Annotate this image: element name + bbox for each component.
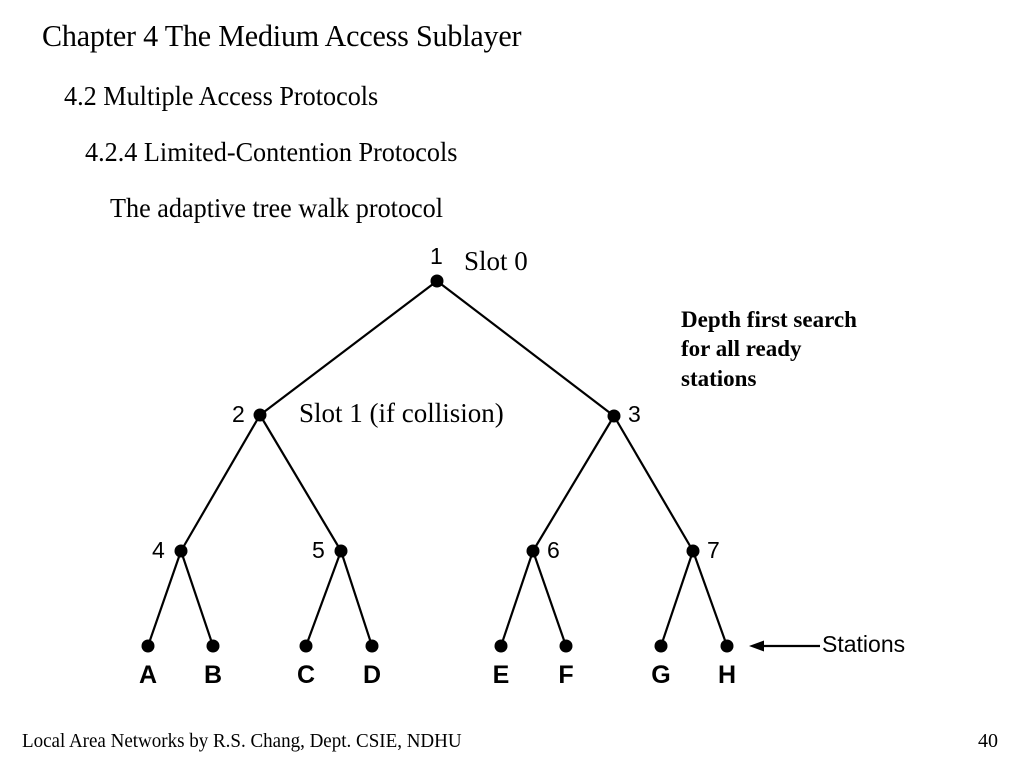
tree-edge-node-3-node-6 — [532, 415, 615, 552]
annotation-line-2: for all ready — [681, 336, 802, 362]
tree-edge-node-4-leaf-a — [146, 550, 183, 647]
tree-node-3-label: 3 — [628, 401, 641, 427]
section-heading-4-2-4: 4.2.4 Limited-Contention Protocols — [85, 137, 458, 167]
page-title: Chapter 4 The Medium Access Sublayer — [42, 18, 522, 53]
tree-node-3-dot — [607, 409, 621, 423]
tree-leaf-f-dot — [559, 639, 573, 653]
tree-node-6-dot — [526, 544, 540, 558]
tree-leaf-c-label: C — [296, 661, 316, 689]
stations-arrow-head — [749, 640, 764, 652]
tree-leaf-e-dot — [494, 639, 508, 653]
footer-page-number: 40 — [978, 730, 998, 752]
tree-leaf-h-label: H — [717, 661, 737, 689]
tree-node-5-dot — [334, 544, 348, 558]
tree-leaf-a-dot — [141, 639, 155, 653]
annotation-line-3: stations — [681, 365, 757, 391]
tree-leaf-b-label: B — [203, 661, 223, 689]
tree-edge-node-7-leaf-h — [691, 550, 729, 647]
depth-first-search-annotation: Depth first search for all ready station… — [681, 305, 961, 393]
footer-credit: Local Area Networks by R.S. Chang, Dept.… — [22, 730, 462, 752]
tree-node-7-dot — [686, 544, 700, 558]
tree-edge-node-5-leaf-d — [339, 550, 374, 647]
tree-leaf-g-dot — [654, 639, 668, 653]
tree-edge-node-7-leaf-g — [659, 550, 695, 647]
tree-edge-node-2-node-5 — [259, 414, 342, 552]
tree-node-7-label: 7 — [707, 537, 720, 563]
annotation-line-1: Depth first search — [681, 307, 857, 332]
tree-leaf-d-label: D — [362, 661, 382, 689]
tree-leaf-h-dot — [720, 639, 734, 653]
tree-leaf-d-dot — [365, 639, 379, 653]
tree-node-6-label: 6 — [547, 537, 560, 563]
tree-edge-layer — [146, 280, 729, 647]
slot-1-label: Slot 1 (if collision) — [299, 398, 504, 428]
tree-edge-node-1-node-3 — [436, 280, 615, 417]
stations-label: Stations — [822, 631, 906, 657]
tree-node-1-dot — [430, 274, 444, 288]
slot-0-label: Slot 0 — [464, 246, 528, 276]
tree-edge-node-6-leaf-e — [499, 550, 535, 647]
tree-node-5-label: 5 — [312, 537, 325, 563]
tree-edge-node-6-leaf-f — [531, 550, 568, 647]
tree-leaf-g-label: G — [651, 661, 671, 689]
tree-edge-node-1-node-2 — [259, 280, 438, 416]
section-heading-4-2: 4.2 Multiple Access Protocols — [64, 81, 379, 111]
tree-edge-node-5-leaf-c — [304, 550, 343, 647]
tree-leaf-b-dot — [206, 639, 220, 653]
tree-node-layer — [141, 274, 734, 653]
tree-node-2-dot — [253, 408, 267, 422]
tree-node-2-label: 2 — [232, 401, 245, 427]
tree-node-4-label: 4 — [152, 537, 165, 563]
tree-node-1-label: 1 — [430, 243, 443, 269]
tree-edge-node-4-leaf-b — [179, 550, 215, 647]
tree-leaf-e-label: E — [492, 661, 510, 689]
tree-leaf-c-dot — [299, 639, 313, 653]
tree-edge-node-3-node-7 — [613, 415, 694, 552]
section-heading-protocol: The adaptive tree walk protocol — [110, 193, 444, 223]
tree-node-4-dot — [174, 544, 188, 558]
tree-leaf-f-label: F — [558, 661, 574, 689]
tree-leaf-a-label: A — [138, 661, 158, 689]
stations-arrow — [749, 640, 820, 652]
tree-edge-node-2-node-4 — [180, 414, 261, 552]
